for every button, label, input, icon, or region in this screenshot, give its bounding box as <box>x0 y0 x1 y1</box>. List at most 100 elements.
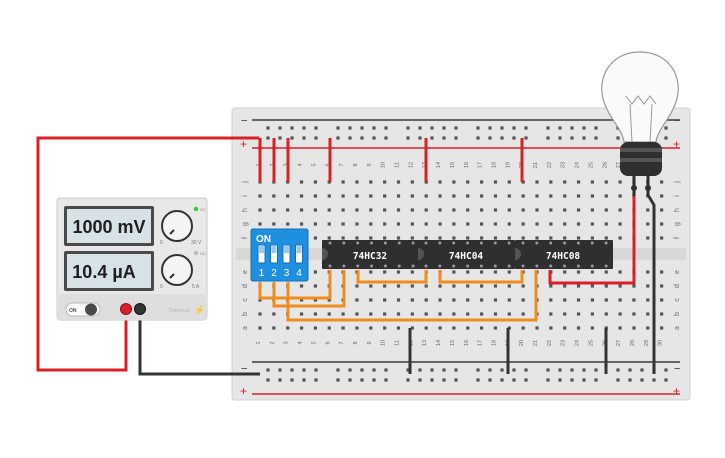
breadboard-hole[interactable] <box>341 312 345 316</box>
breadboard-hole[interactable] <box>521 326 525 330</box>
rail-hole[interactable] <box>488 378 492 382</box>
breadboard-hole[interactable] <box>618 180 622 184</box>
breadboard-hole[interactable] <box>576 298 581 302</box>
breadboard-hole[interactable] <box>535 222 539 226</box>
ic-chip-74hc32[interactable]: 74HC32 <box>322 240 419 269</box>
breadboard-hole[interactable] <box>369 208 373 212</box>
rail-hole[interactable] <box>524 368 528 372</box>
rail-hole[interactable] <box>664 368 668 372</box>
breadboard-hole[interactable] <box>493 194 498 198</box>
breadboard-hole[interactable] <box>604 180 608 184</box>
breadboard-hole[interactable] <box>466 236 470 240</box>
rail-hole[interactable] <box>360 378 364 382</box>
breadboard-hole[interactable] <box>369 326 373 330</box>
breadboard-hole[interactable] <box>299 208 304 212</box>
rail-hole[interactable] <box>290 126 294 130</box>
breadboard-hole[interactable] <box>383 236 387 240</box>
breadboard-hole[interactable] <box>632 284 636 288</box>
rail-hole[interactable] <box>570 378 574 382</box>
rail-hole[interactable] <box>500 368 504 372</box>
breadboard-hole[interactable] <box>632 326 636 330</box>
breadboard-hole[interactable] <box>438 312 442 316</box>
rail-hole[interactable] <box>664 378 668 382</box>
breadboard-hole[interactable] <box>590 298 594 302</box>
breadboard-hole[interactable] <box>576 326 581 330</box>
rail-hole[interactable] <box>524 126 528 130</box>
current-knob[interactable] <box>161 254 193 286</box>
breadboard-hole[interactable] <box>313 312 317 316</box>
rail-hole[interactable] <box>290 368 294 372</box>
breadboard-hole[interactable] <box>424 326 428 330</box>
breadboard-hole[interactable] <box>618 208 622 212</box>
breadboard-hole[interactable] <box>424 194 428 198</box>
breadboard-hole[interactable] <box>452 208 456 212</box>
rail-hole[interactable] <box>512 136 516 140</box>
breadboard-hole[interactable] <box>410 222 414 226</box>
rail-hole[interactable] <box>664 126 668 130</box>
breadboard-hole[interactable] <box>410 194 414 198</box>
breadboard-hole[interactable] <box>549 326 553 330</box>
breadboard-hole[interactable] <box>618 284 622 288</box>
breadboard-hole[interactable] <box>369 194 373 198</box>
rail-hole[interactable] <box>524 136 528 140</box>
rail-hole[interactable] <box>500 126 504 130</box>
rail-hole[interactable] <box>500 136 504 140</box>
breadboard-hole[interactable] <box>493 284 498 288</box>
breadboard-hole[interactable] <box>590 270 594 274</box>
rail-hole[interactable] <box>570 126 574 130</box>
breadboard-hole[interactable] <box>369 298 373 302</box>
logic-wire-c[interactable] <box>286 270 538 322</box>
breadboard-hole[interactable] <box>549 284 553 288</box>
breadboard-hole[interactable] <box>438 208 442 212</box>
breadboard-hole[interactable] <box>383 270 387 274</box>
breadboard-hole[interactable] <box>535 194 539 198</box>
breadboard-hole[interactable] <box>299 284 304 288</box>
breadboard-hole[interactable] <box>493 222 498 226</box>
breadboard-hole[interactable] <box>327 194 331 198</box>
wires[interactable] <box>36 136 656 376</box>
breadboard-hole[interactable] <box>535 326 539 330</box>
breadboard-hole[interactable] <box>410 312 414 316</box>
rail-hole[interactable] <box>582 136 586 140</box>
breadboard-hole[interactable] <box>410 236 414 240</box>
breadboard-hole[interactable] <box>466 270 470 274</box>
rail-hole[interactable] <box>500 378 504 382</box>
breadboard-hole[interactable] <box>660 236 664 240</box>
rail-hole[interactable] <box>652 378 656 382</box>
breadboard-hole[interactable] <box>355 180 359 184</box>
breadboard-hole[interactable] <box>369 236 373 240</box>
rail-hole[interactable] <box>418 368 422 372</box>
breadboard-hole[interactable] <box>549 298 553 302</box>
breadboard-hole[interactable] <box>452 284 456 288</box>
breadboard-hole[interactable] <box>604 222 608 226</box>
breadboard-hole[interactable] <box>410 326 414 330</box>
breadboard-hole[interactable] <box>369 312 373 316</box>
breadboard-hole[interactable] <box>590 194 594 198</box>
rail-hole[interactable] <box>372 136 376 140</box>
rail-hole[interactable] <box>594 126 598 130</box>
breadboard-hole[interactable] <box>355 284 359 288</box>
breadboard-hole[interactable] <box>452 312 456 316</box>
breadboard-hole[interactable] <box>341 180 345 184</box>
rail-hole[interactable] <box>476 136 480 140</box>
breadboard-hole[interactable] <box>660 222 664 226</box>
breadboard-hole[interactable] <box>383 222 387 226</box>
breadboard-hole[interactable] <box>521 208 525 212</box>
power-switch-knob[interactable] <box>85 303 97 316</box>
breadboard-hole[interactable] <box>258 222 262 226</box>
bulb-ground-wire[interactable] <box>646 194 656 374</box>
breadboard-hole[interactable] <box>618 236 622 240</box>
rail-hole[interactable] <box>384 378 388 382</box>
breadboard-hole[interactable] <box>452 270 456 274</box>
breadboard-hole[interactable] <box>410 270 414 274</box>
breadboard-hole[interactable] <box>466 180 470 184</box>
breadboard-hole[interactable] <box>660 194 664 198</box>
breadboard-hole[interactable] <box>452 180 456 184</box>
rail-hole[interactable] <box>360 126 364 130</box>
breadboard-hole[interactable] <box>299 312 304 316</box>
breadboard-hole[interactable] <box>576 236 581 240</box>
breadboard-hole[interactable] <box>383 208 387 212</box>
breadboard-hole[interactable] <box>341 222 345 226</box>
rail-hole[interactable] <box>628 368 632 372</box>
breadboard-hole[interactable] <box>646 326 650 330</box>
